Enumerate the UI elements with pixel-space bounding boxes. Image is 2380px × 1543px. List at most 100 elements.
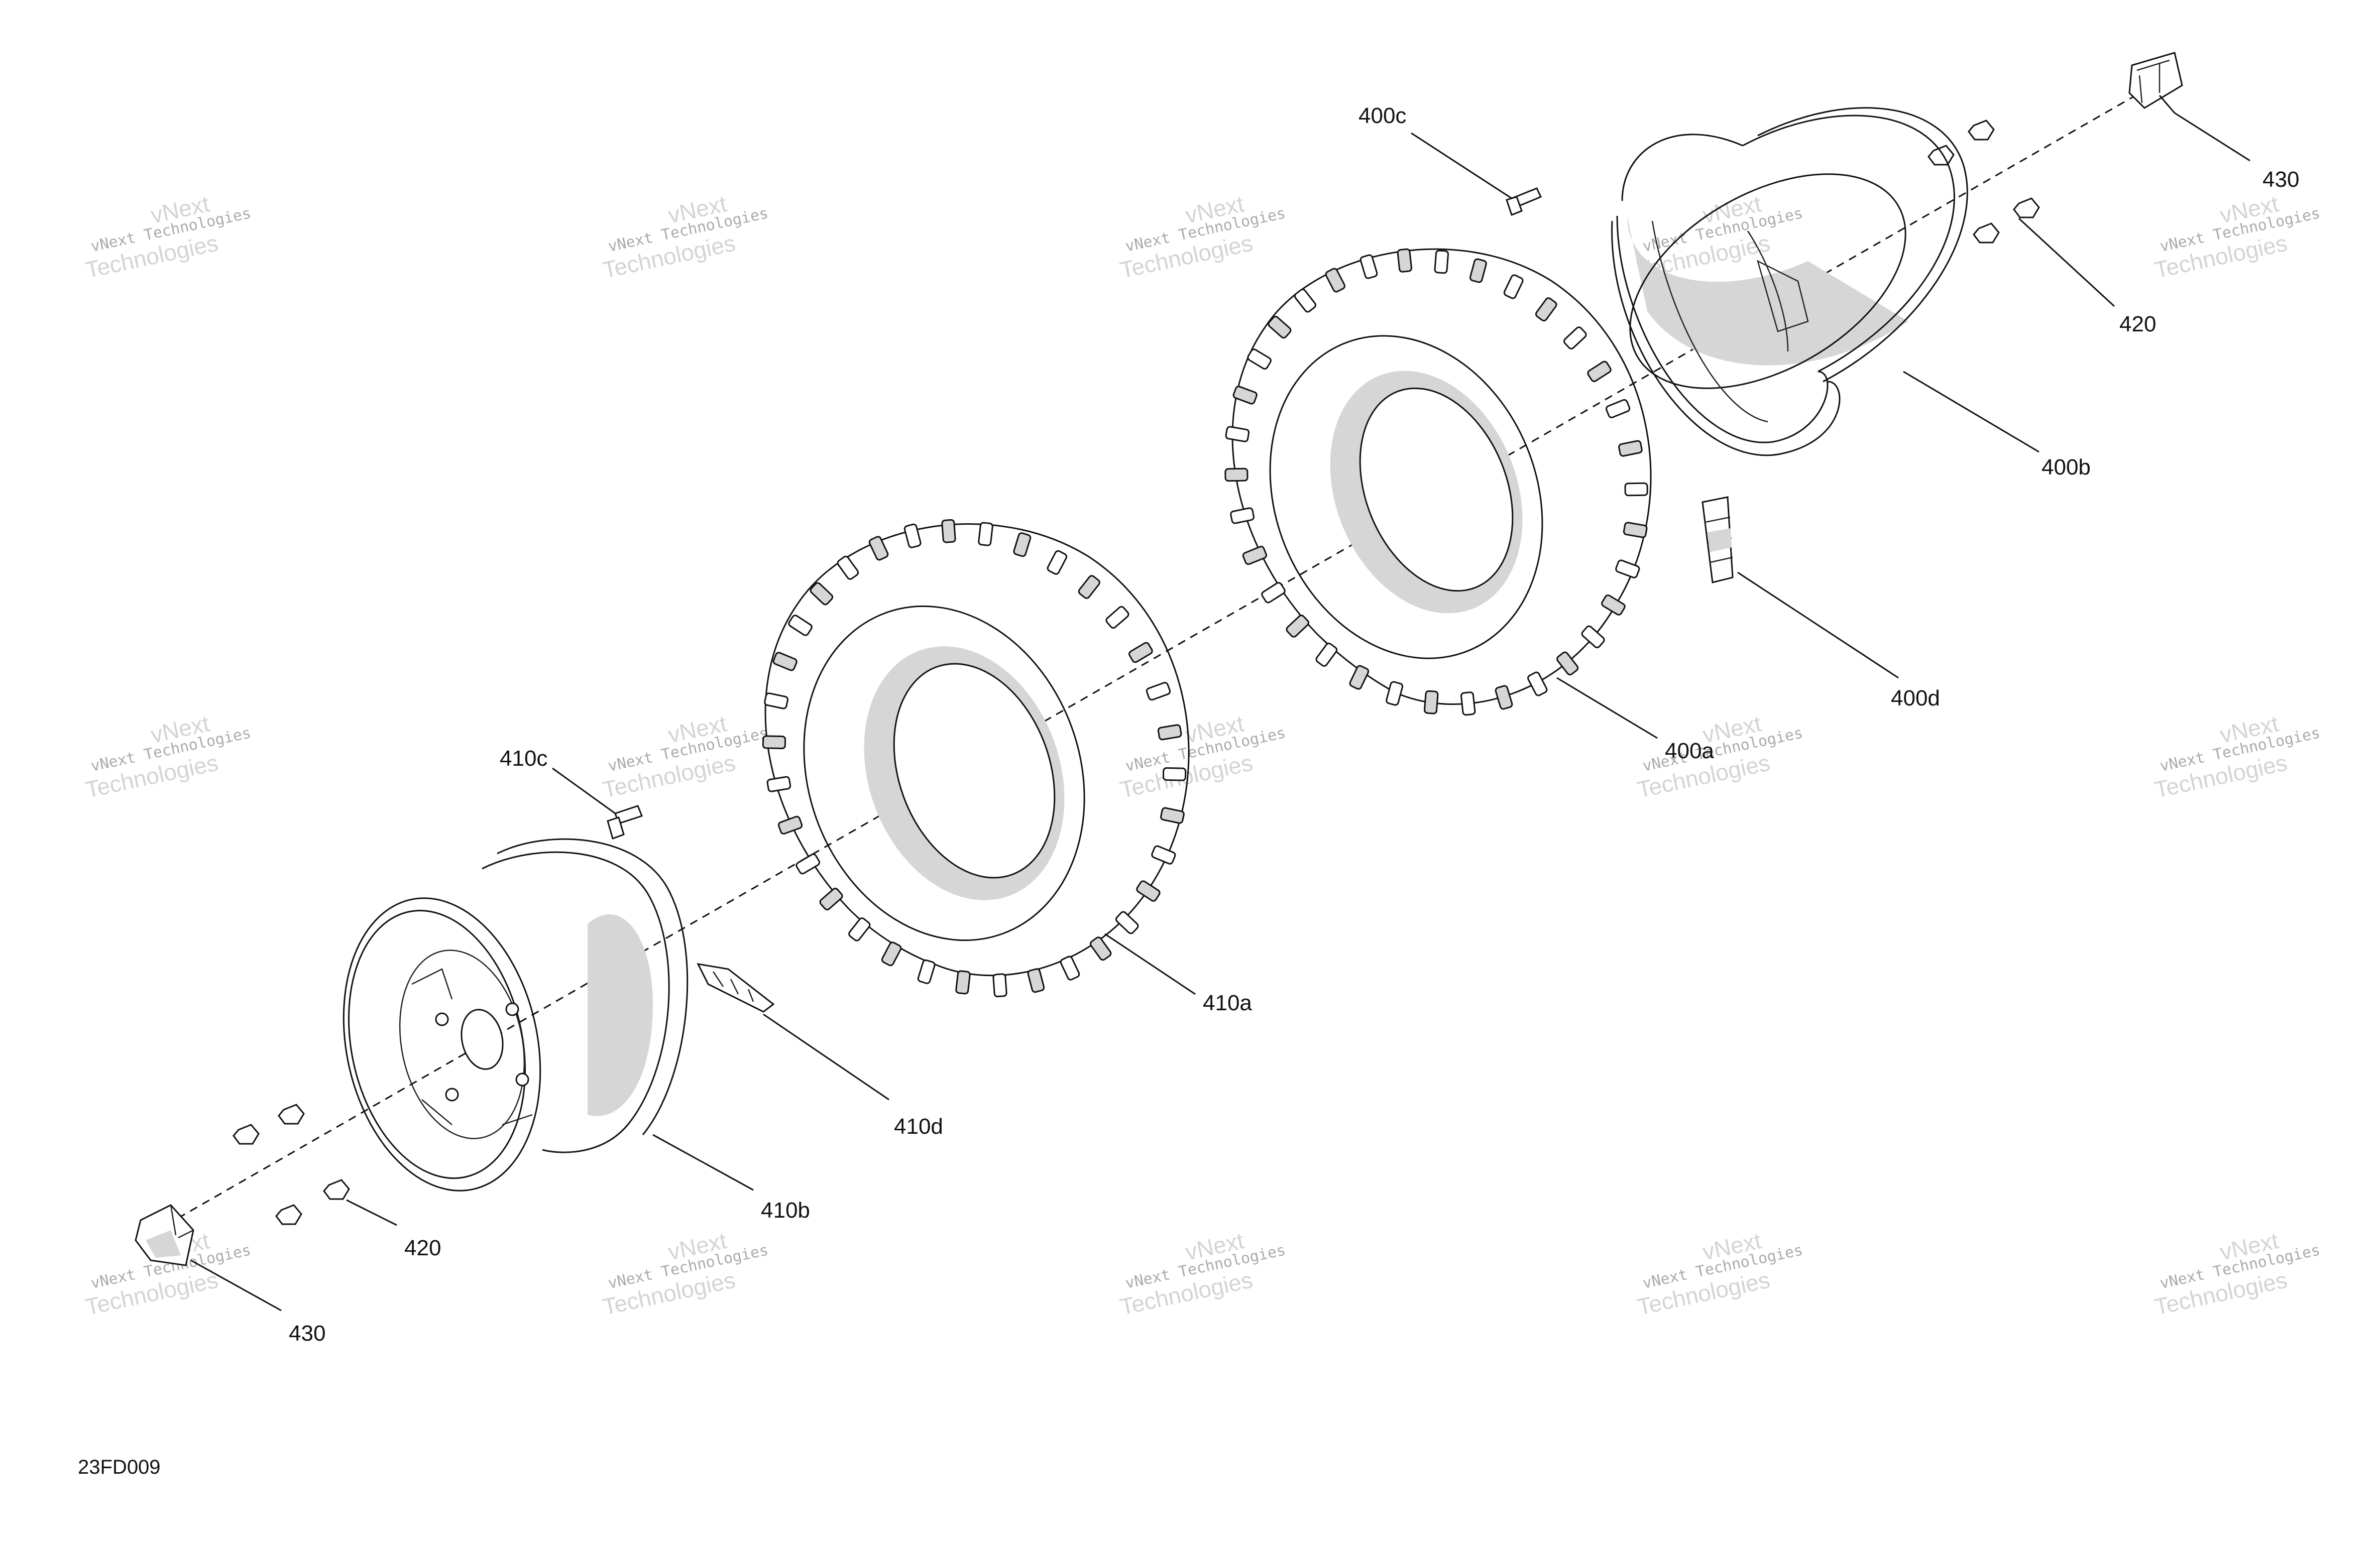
tire-left-tread bbox=[762, 519, 1187, 998]
tread-lug bbox=[1563, 326, 1587, 349]
tread-lug bbox=[1160, 807, 1185, 824]
tread-lug bbox=[777, 815, 803, 835]
tread-lug bbox=[992, 973, 1007, 998]
tread-lug bbox=[1556, 651, 1579, 676]
tread-lug bbox=[903, 523, 922, 548]
hub-cap-right bbox=[2128, 52, 2183, 113]
callout-400c: 400c bbox=[1358, 103, 1406, 128]
callout-400d: 400d bbox=[1891, 686, 1940, 710]
valve-stem-left bbox=[607, 805, 643, 840]
callout-400b: 400b bbox=[2042, 455, 2091, 480]
tread-lug bbox=[1146, 682, 1171, 701]
figure-id: 23FD009 bbox=[78, 1456, 161, 1478]
rim-left bbox=[343, 838, 689, 1192]
lug-nuts-left bbox=[233, 1104, 350, 1225]
tread-lug bbox=[1078, 575, 1100, 599]
tread-lug bbox=[810, 582, 834, 606]
tread-lug bbox=[1225, 426, 1250, 442]
tread-lug bbox=[1535, 297, 1557, 322]
callout-410d: 410d bbox=[894, 1114, 943, 1139]
tread-lug bbox=[1359, 254, 1378, 279]
tread-lug bbox=[1157, 724, 1182, 741]
tread-lug bbox=[881, 941, 902, 967]
tread-lug bbox=[766, 776, 791, 792]
tread-lug bbox=[1587, 361, 1612, 382]
tread-lug bbox=[1261, 582, 1286, 604]
rim-right bbox=[1611, 107, 1968, 456]
tread-lug bbox=[1386, 681, 1404, 706]
tread-lug bbox=[1294, 288, 1316, 313]
tread-lug bbox=[1247, 348, 1272, 370]
tread-lug bbox=[772, 652, 798, 671]
callout-430-right: 430 bbox=[2262, 167, 2299, 192]
tread-lug bbox=[1581, 625, 1605, 648]
callout-410a: 410a bbox=[1203, 991, 1252, 1015]
tread-lug bbox=[1315, 642, 1338, 667]
tread-lug bbox=[1047, 550, 1068, 575]
callout-420-right: 420 bbox=[2119, 312, 2156, 336]
callout-420-left: 420 bbox=[404, 1236, 441, 1260]
tire-right-tread bbox=[1224, 248, 1648, 716]
tread-lug bbox=[819, 887, 843, 911]
tread-lug bbox=[955, 970, 971, 995]
tread-lug bbox=[1162, 767, 1187, 781]
tread-lug bbox=[788, 615, 813, 636]
hub-cap-left bbox=[135, 1204, 194, 1266]
tread-lug bbox=[1423, 690, 1439, 715]
callout-430-left: 430 bbox=[289, 1321, 325, 1346]
callout-410c: 410c bbox=[500, 746, 547, 771]
tread-lug bbox=[978, 522, 993, 546]
callout-410b: 410b bbox=[761, 1198, 810, 1223]
tread-lug bbox=[1469, 258, 1487, 283]
tread-lug bbox=[941, 519, 956, 543]
tread-lug bbox=[1013, 532, 1032, 557]
leader-lines bbox=[190, 112, 2250, 1312]
tread-lug bbox=[1128, 642, 1153, 663]
tread-lug bbox=[1624, 482, 1648, 497]
tread-lug bbox=[1136, 880, 1161, 902]
valve-stem-right bbox=[1506, 187, 1542, 216]
lug-nuts-right bbox=[1928, 120, 2040, 244]
tread-lug bbox=[1151, 845, 1176, 865]
balance-weight-right bbox=[1702, 496, 1734, 583]
tread-lug bbox=[1397, 248, 1412, 273]
tread-lug bbox=[1224, 467, 1249, 482]
tread-lug bbox=[917, 959, 936, 984]
tread-lug bbox=[1606, 399, 1631, 418]
callout-400a: 400a bbox=[1665, 739, 1714, 763]
tread-lug bbox=[796, 853, 820, 875]
tread-lug bbox=[1527, 671, 1548, 696]
tread-lug bbox=[1618, 440, 1643, 457]
tread-lug bbox=[868, 536, 889, 561]
tread-lug bbox=[1089, 936, 1112, 961]
tire-right bbox=[1224, 248, 1652, 716]
tread-lug bbox=[1601, 595, 1626, 616]
tread-lug bbox=[1615, 559, 1640, 578]
tread-lug bbox=[1460, 691, 1476, 716]
tread-lug bbox=[1115, 911, 1139, 934]
tread-lug bbox=[1232, 386, 1258, 405]
balance-weight-left bbox=[697, 963, 775, 1013]
tread-lug bbox=[1349, 665, 1370, 690]
tread-lug bbox=[1242, 546, 1267, 565]
tire-left bbox=[762, 519, 1190, 998]
tread-lug bbox=[1325, 268, 1345, 293]
tread-lug bbox=[1503, 274, 1524, 299]
tread-lug bbox=[1105, 606, 1129, 629]
tread-lug bbox=[764, 692, 788, 709]
tread-lug bbox=[1060, 956, 1080, 981]
